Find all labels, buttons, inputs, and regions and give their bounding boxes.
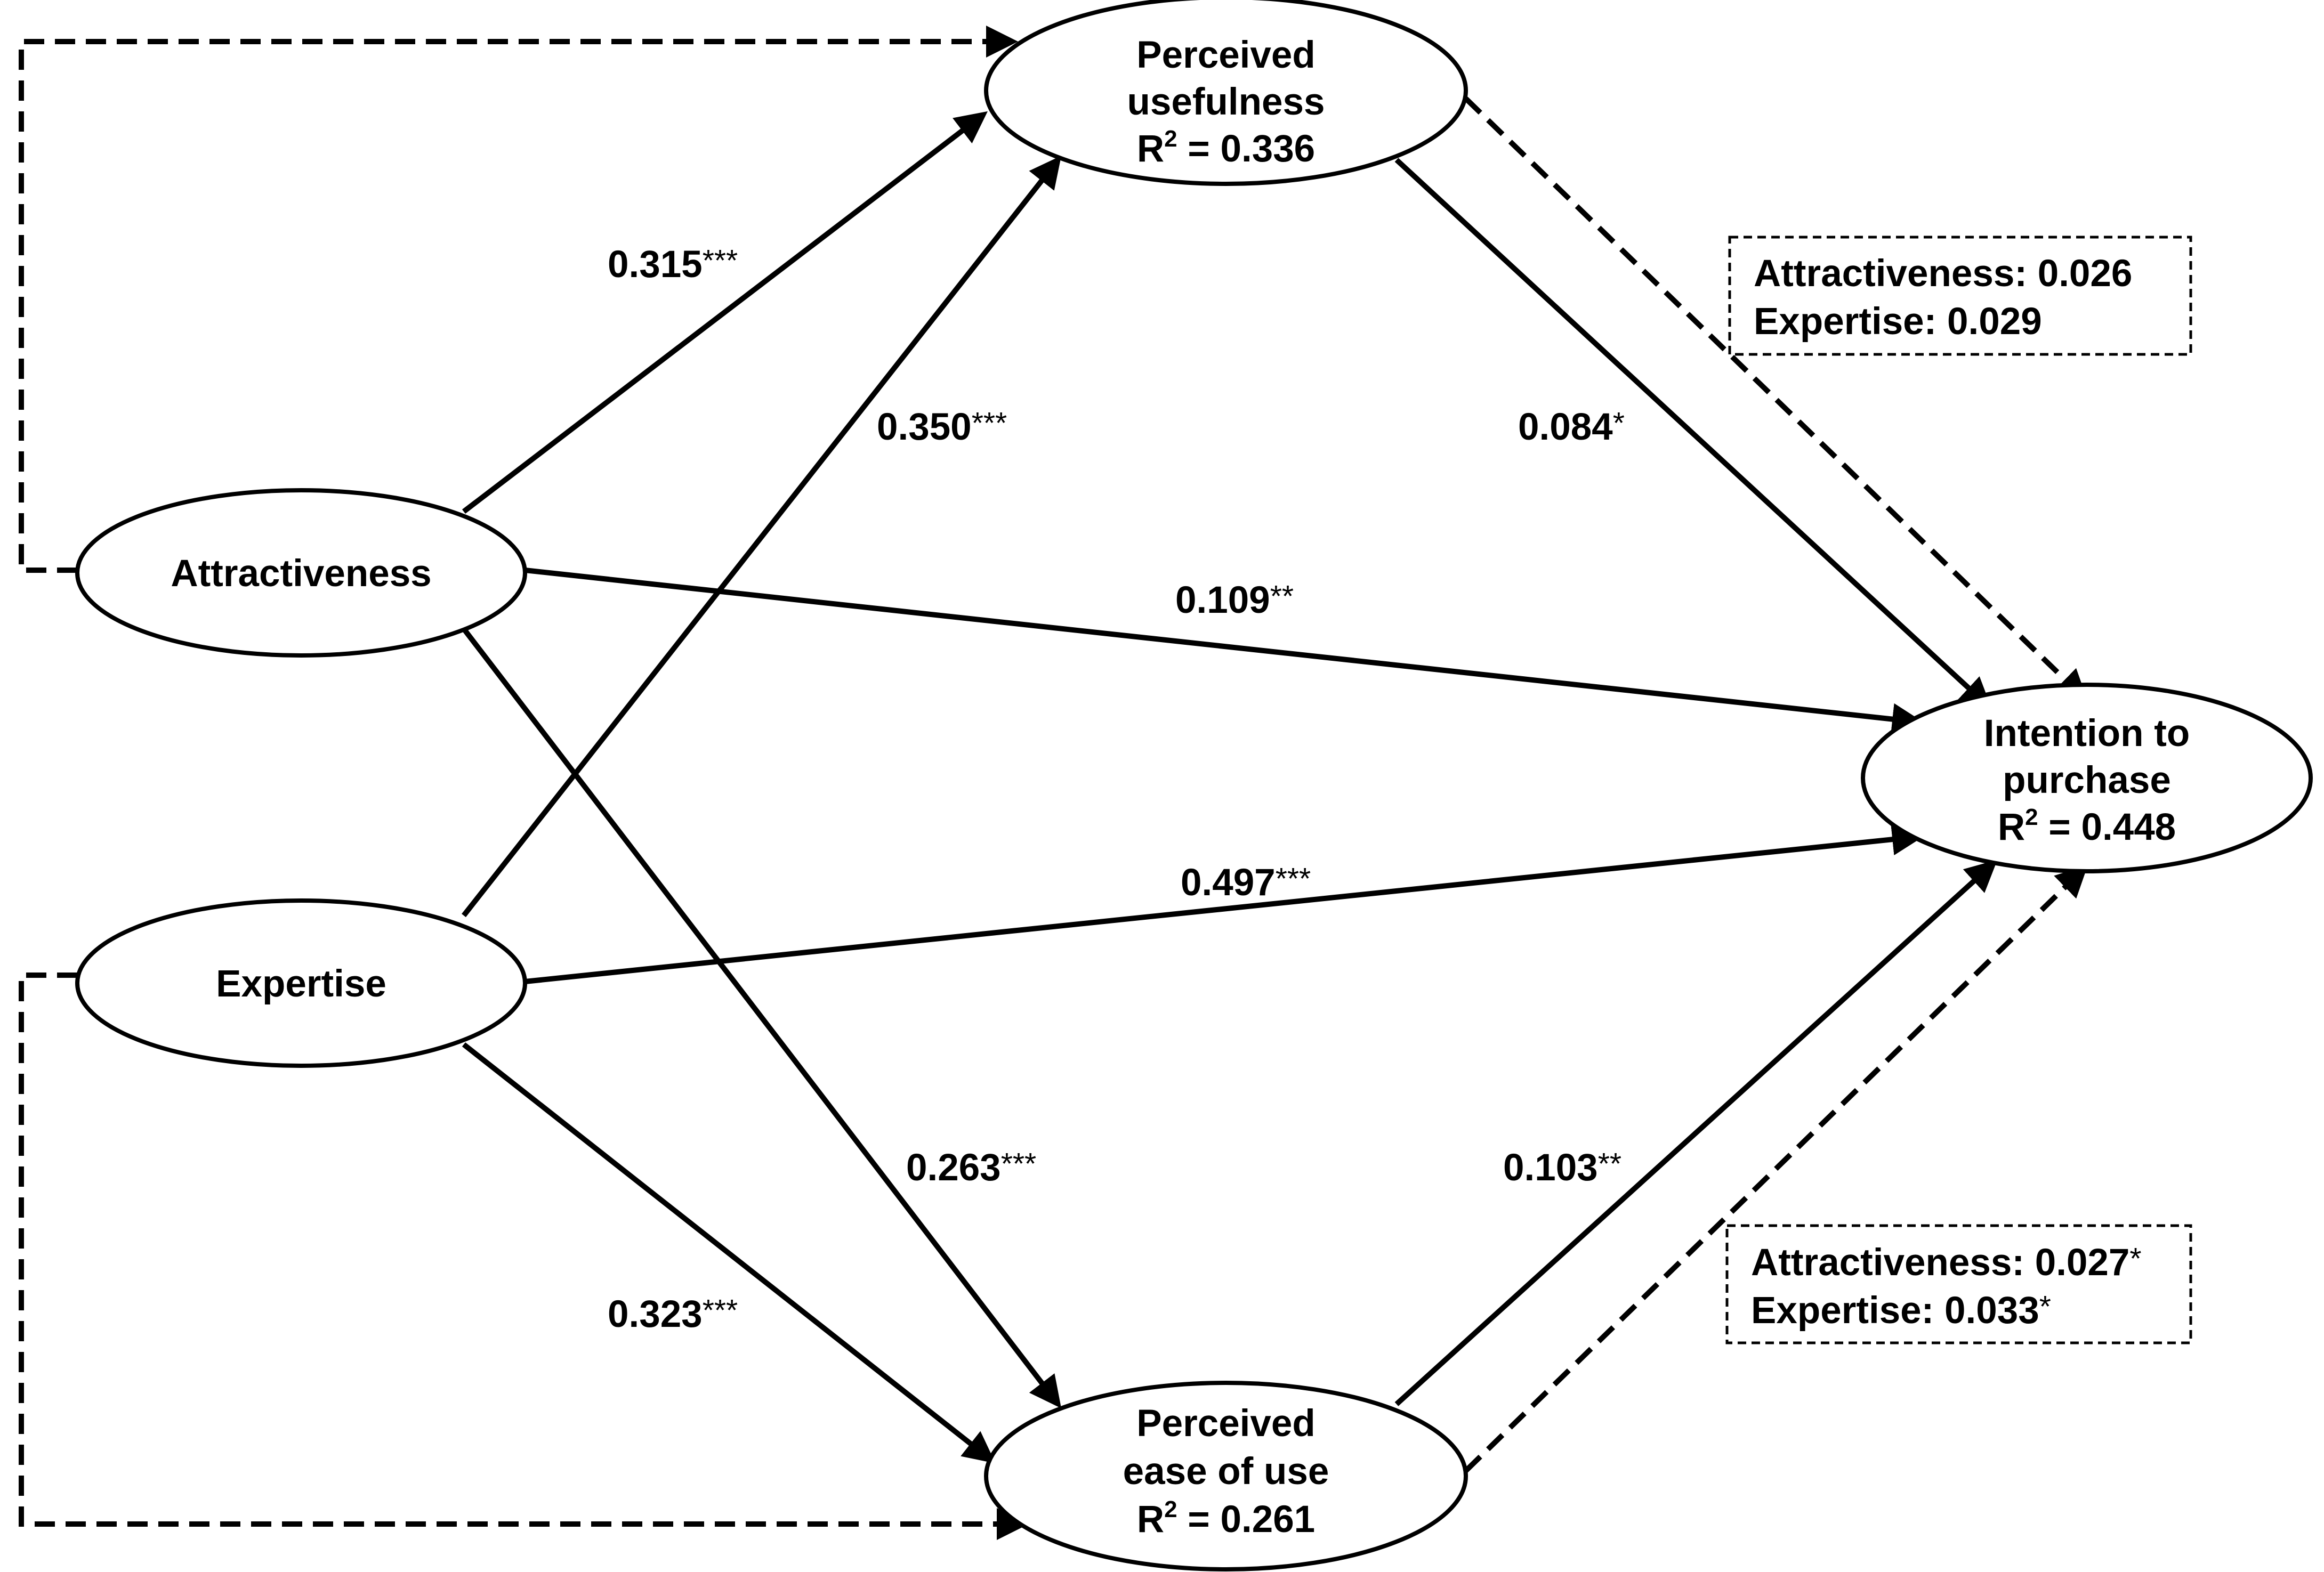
- path-expertise-usefulness: [462, 156, 1062, 918]
- coef-stars: ***: [1001, 1147, 1037, 1181]
- coef-ease-intention: 0.103**: [1503, 1147, 1621, 1189]
- node-expertise-label: Expertise: [216, 963, 386, 1005]
- indirect-ease-line2-text: Expertise: 0.033: [1751, 1290, 2039, 1332]
- coefficient-labels: 0.315*** 0.350*** 0.084* 0.109** 0.497**…: [608, 244, 1625, 1335]
- node-ease-line1: Perceived: [1136, 1403, 1316, 1445]
- coef-expertise-intention: 0.497***: [1181, 862, 1311, 904]
- node-intention-line1: Intention to: [1984, 712, 2190, 755]
- indirect-effects-box-ease: Attractiveness: 0.027* Expertise: 0.033*: [1725, 1224, 2192, 1344]
- node-ease-r2: R2 = 0.261: [1137, 1496, 1315, 1541]
- coef-stars: **: [1270, 579, 1294, 613]
- direct-paths: [462, 111, 1998, 1464]
- node-intention-r2: R2 = 0.448: [1998, 804, 2176, 848]
- node-expertise: Expertise: [75, 898, 527, 1068]
- coef-stars: ***: [972, 406, 1007, 440]
- node-intention-to-purchase: Intention to purchase R2 = 0.448: [1861, 683, 2313, 873]
- path-usefulness-intention: [1394, 158, 1992, 710]
- r2-value: = 0.336: [1177, 128, 1316, 170]
- indirect-ease-line2-stars: *: [2039, 1290, 2051, 1324]
- coef-stars: *: [1613, 406, 1625, 440]
- node-attractiveness: Attractiveness: [75, 488, 527, 658]
- node-perceived-usefulness: Perceived usefulness R2 = 0.336: [984, 0, 1468, 186]
- r2-symbol: R: [1137, 1498, 1164, 1541]
- coef-value: 0.350: [877, 406, 972, 448]
- indirect-paths: [19, 26, 2088, 1540]
- indirect-ease-line1: Attractiveness: 0.027*: [1751, 1242, 2142, 1284]
- path-attractiveness-ease: [462, 627, 1062, 1408]
- coef-expertise-ease: 0.323***: [608, 1293, 738, 1335]
- coef-stars: ***: [703, 1293, 738, 1327]
- indirect-usefulness-line2: Expertise: 0.029: [1754, 301, 2042, 343]
- r2-symbol: R: [1998, 806, 2025, 848]
- r2-symbol: R: [1137, 128, 1164, 170]
- node-usefulness-r2: R2 = 0.336: [1137, 126, 1315, 170]
- node-perceived-ease-of-use: Perceived ease of use R2 = 0.261: [984, 1381, 1468, 1571]
- coef-usefulness-intention: 0.084*: [1518, 406, 1625, 448]
- indirect-ease-line1-stars: *: [2129, 1242, 2141, 1276]
- coef-value: 0.263: [906, 1147, 1001, 1189]
- node-intention-line2: purchase: [2003, 759, 2171, 801]
- path-expertise-ease: [462, 1042, 996, 1464]
- node-attractiveness-label: Attractiveness: [171, 553, 431, 595]
- path-expertise-intention: [524, 823, 1924, 984]
- indirect-usefulness-line1: Attractiveness: 0.026: [1754, 253, 2132, 295]
- coef-attractiveness-ease: 0.263***: [906, 1147, 1036, 1189]
- node-usefulness-line1: Perceived: [1136, 34, 1316, 76]
- coef-attractiveness-usefulness: 0.315***: [608, 244, 738, 286]
- dashed-path-attractiveness-usefulness: [19, 26, 1018, 573]
- path-ease-intention: [1394, 860, 1998, 1406]
- coef-stars: **: [1598, 1147, 1621, 1181]
- coef-value: 0.315: [608, 244, 703, 286]
- path-attractiveness-intention: [524, 568, 1924, 735]
- coef-value: 0.109: [1175, 579, 1270, 621]
- coef-stars: ***: [703, 244, 738, 278]
- r2-value: = 0.261: [1177, 1498, 1316, 1541]
- coef-stars: ***: [1276, 862, 1311, 896]
- r2-superscript: 2: [1164, 1496, 1177, 1522]
- node-usefulness-line2: usefulness: [1127, 81, 1325, 123]
- coef-value: 0.323: [608, 1293, 703, 1335]
- dashed-path-expertise-ease: [19, 973, 1029, 1540]
- r2-superscript: 2: [2025, 804, 2038, 830]
- indirect-ease-line1-text: Attractiveness: 0.027: [1751, 1242, 2129, 1284]
- indirect-effects-box-usefulness: Attractiveness: 0.026 Expertise: 0.029: [1728, 236, 2192, 356]
- coef-value: 0.103: [1503, 1147, 1598, 1189]
- coef-attractiveness-intention: 0.109**: [1175, 579, 1294, 621]
- dashed-path-usefulness-intention: [1464, 96, 2088, 702]
- indirect-ease-line2: Expertise: 0.033*: [1751, 1290, 2051, 1332]
- node-ease-line2: ease of use: [1123, 1451, 1329, 1493]
- coef-value: 0.084: [1518, 406, 1613, 448]
- coef-value: 0.497: [1181, 862, 1276, 904]
- coef-expertise-usefulness: 0.350***: [877, 406, 1007, 448]
- dashed-path-ease-intention: [1464, 865, 2088, 1473]
- r2-superscript: 2: [1164, 126, 1177, 152]
- r2-value: = 0.448: [2038, 806, 2176, 848]
- path-attractiveness-usefulness: [462, 111, 988, 514]
